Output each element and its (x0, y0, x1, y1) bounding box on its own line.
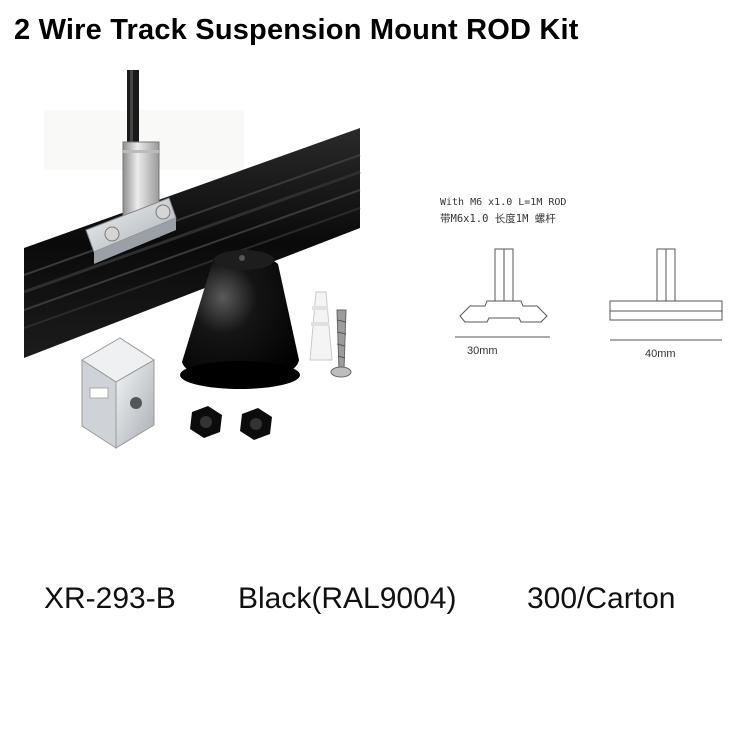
dimension-40mm: 40mm (645, 348, 676, 360)
track-clamp (85, 197, 177, 264)
track-rail (24, 128, 361, 358)
canopy-cone (180, 250, 300, 389)
spec-rod-chinese: 带M6x1.0 长度1M 螺杆 (440, 213, 556, 225)
wall-anchor (309, 291, 333, 361)
product-photo (24, 70, 361, 449)
spec-rod-english: With M6 x1.0 L=1M ROD (440, 197, 567, 208)
screw (330, 309, 352, 378)
hex-nut-2 (240, 408, 272, 440)
hex-nut-1 (190, 406, 222, 438)
color-spec: Black(RAL9004) (238, 582, 457, 615)
bar-profile-40mm (609, 248, 723, 341)
product-title: 2 Wire Track Suspension Mount ROD Kit (14, 14, 579, 46)
dimension-diagram (455, 248, 723, 341)
packing-quantity: 300/Carton (527, 582, 676, 615)
loose-clamp (81, 337, 155, 449)
model-number: XR-293-B (44, 582, 176, 615)
track-profile-30mm (455, 248, 550, 338)
dimension-30mm: 30mm (467, 345, 498, 357)
